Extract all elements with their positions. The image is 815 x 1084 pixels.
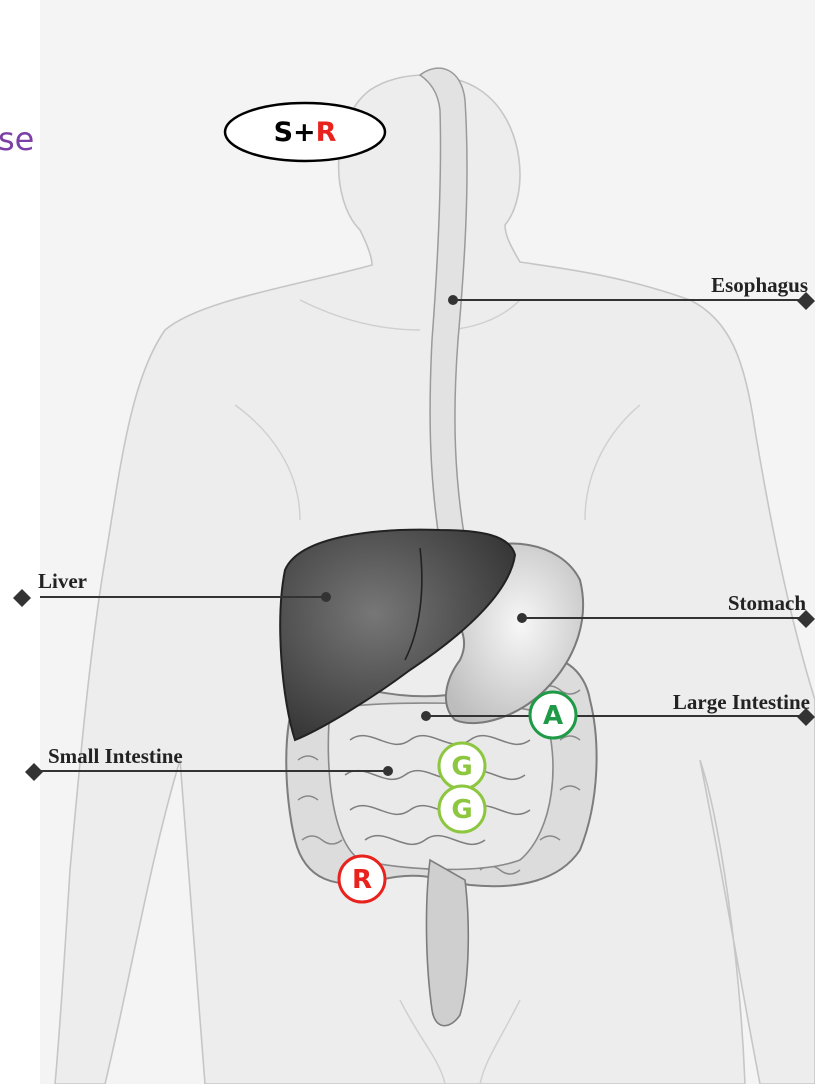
- marker-g-upper-label: G: [451, 752, 472, 782]
- rectum-shape: [426, 860, 468, 1026]
- marker-r: R: [339, 856, 385, 902]
- badge-left-text: S+: [274, 117, 316, 148]
- marker-g-lower: G: [439, 786, 485, 832]
- label-stomach: Stomach: [728, 591, 806, 615]
- label-esophagus: Esophagus: [711, 273, 808, 297]
- marker-r-label: R: [352, 865, 372, 895]
- badge-label: S+R: [274, 117, 337, 148]
- marker-a-label: A: [543, 701, 563, 731]
- marker-g-lower-label: G: [451, 795, 472, 825]
- s-plus-r-badge: S+R: [225, 103, 385, 161]
- small-intestine-shape: [328, 703, 553, 869]
- label-liver: Liver: [38, 569, 87, 593]
- marker-g-upper: G: [439, 743, 485, 789]
- marker-a: A: [530, 692, 576, 738]
- label-large-intestine: Large Intestine: [673, 690, 810, 714]
- partial-title-text: se: [0, 120, 34, 158]
- label-small-intestine: Small Intestine: [48, 744, 183, 768]
- badge-right-text: R: [316, 117, 337, 148]
